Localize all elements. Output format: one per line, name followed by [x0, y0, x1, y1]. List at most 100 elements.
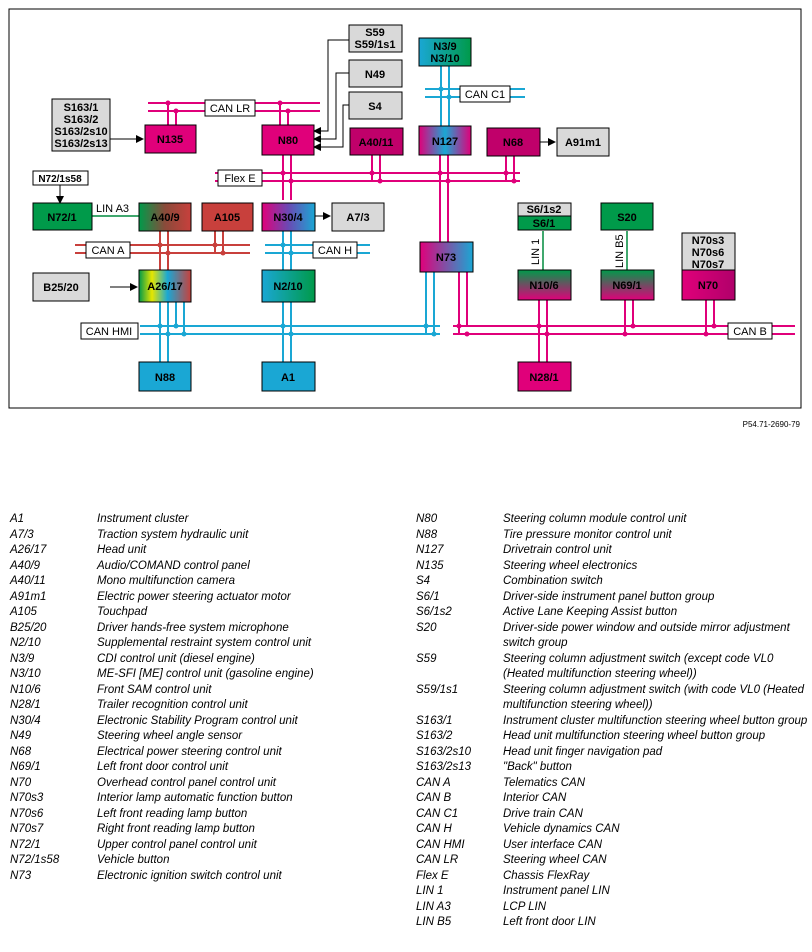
legend-description: Electronic ignition switch control unit: [97, 869, 282, 882]
legend-code: A105: [10, 606, 37, 618]
svg-text:S59: S59: [365, 27, 385, 39]
node-n72-1s58: N72/1s58: [32, 170, 89, 186]
legend-code: N49: [10, 730, 32, 742]
legend-code: LIN 1: [416, 885, 444, 897]
legend-code: N69/1: [10, 761, 41, 773]
svg-text:N49: N49: [365, 69, 385, 81]
svg-text:A91m1: A91m1: [565, 137, 601, 149]
legend-description: Left front reading lamp button: [97, 807, 248, 820]
label-lin-b5: LIN B5: [614, 234, 626, 268]
legend-description: Instrument panel LIN: [503, 885, 610, 897]
svg-text:A40/11: A40/11: [359, 137, 394, 149]
node-a40-11: A40/11: [349, 127, 404, 156]
legend-code: A7/3: [10, 528, 34, 541]
node-n10-6: N10/6: [517, 269, 572, 301]
legend-description: Vehicle dynamics CAN: [503, 823, 620, 835]
legend-code: A91m1: [10, 590, 47, 603]
legend-code: S163/2s13: [416, 761, 471, 773]
connector-lines: [56, 39, 556, 291]
legend-description: Drive train CAN: [503, 807, 583, 820]
legend-description: Electrical power steering control unit: [97, 745, 282, 758]
svg-text:N88: N88: [155, 372, 175, 384]
legend-description: Head unit: [97, 544, 147, 556]
node-n127: N127: [418, 125, 472, 156]
node-a26-17: A26/17: [138, 269, 192, 303]
legend-description: Touchpad: [97, 606, 148, 618]
legend-code: B25/20: [10, 621, 47, 634]
legend-description: Interior lamp automatic function button: [97, 792, 293, 804]
svg-text:N3/9: N3/9: [433, 41, 456, 53]
legend-row: LIN 1 Instrument panel LIN: [416, 884, 812, 900]
legend-code: LIN B5: [416, 916, 452, 928]
node-a7-3: A7/3: [331, 202, 385, 232]
svg-text:N28/1: N28/1: [529, 372, 558, 384]
legend-code: A26/17: [10, 544, 47, 556]
legend-description: User interface CAN: [503, 838, 603, 851]
node-a1: A1: [261, 361, 316, 392]
node-a105: A105: [201, 202, 254, 232]
legend-row: CAN HMI User interface CAN: [416, 838, 812, 854]
legend-description: LCP LIN: [503, 900, 547, 913]
legend-code: N70: [10, 776, 32, 789]
node-a91m1: A91m1: [556, 127, 610, 157]
legend-row: S163/2s10 Head unit finger navigation pad: [416, 745, 812, 761]
legend-row: N70 Overhead control panel control unit: [10, 776, 410, 792]
svg-text:N80: N80: [278, 135, 298, 147]
legend-description: Combination switch: [503, 575, 603, 587]
svg-text:N70s3: N70s3: [692, 235, 724, 247]
svg-text:S20: S20: [617, 212, 637, 224]
bus-flex-e: [215, 155, 520, 242]
legend-code: N30/4: [10, 714, 41, 727]
node-n88: N88: [138, 361, 192, 392]
node-n28-1: N28/1: [517, 361, 572, 392]
legend-code: N10/6: [10, 683, 41, 696]
node-n70s: N70s3 N70s6 N70s7: [681, 232, 736, 271]
legend-code: S163/1: [416, 714, 453, 727]
legend-description: Mono multifunction camera: [97, 575, 236, 587]
legend-code: N88: [416, 528, 438, 541]
legend-code: CAN LR: [416, 854, 459, 866]
legend-description: Right front reading lamp button: [97, 823, 255, 835]
legend-code: N70s6: [10, 807, 44, 820]
node-s163: S163/1 S163/2 S163/2s10 S163/2s13: [51, 98, 111, 152]
svg-text:N70s6: N70s6: [692, 247, 724, 259]
legend-description: Head unit finger navigation pad: [503, 745, 663, 758]
legend-description: Overhead control panel control unit: [97, 776, 276, 789]
legend-description: Electric power steering actuator motor: [97, 590, 291, 603]
legend-description: Driver hands-free system microphone: [97, 621, 289, 634]
network-topology-diagram: CAN LR CAN C1 Flex E LIN A3 CAN A CAN H …: [8, 8, 802, 409]
legend-description: Steering column adjustment switch (excep…: [503, 652, 774, 681]
legend-code: S163/2s10: [416, 745, 471, 758]
legend-code: S20: [416, 621, 437, 634]
svg-text:S163/2s10: S163/2s10: [54, 126, 107, 138]
label-can-b: CAN B: [733, 326, 767, 338]
legend-description: Electronic Stability Program control uni…: [97, 714, 298, 727]
legend-code: CAN HMI: [416, 838, 465, 851]
legend-description: Traction system hydraulic unit: [97, 528, 249, 541]
legend-row: N70s6 Left front reading lamp button: [10, 807, 410, 823]
legend-description: Steering wheel CAN: [503, 854, 607, 866]
legend-code: LIN A3: [416, 900, 451, 913]
label-lin-1: LIN 1: [530, 239, 542, 265]
svg-text:N30/4: N30/4: [273, 212, 303, 224]
legend-code: S163/2: [416, 730, 453, 742]
legend-code: A1: [10, 513, 25, 525]
legend-description: Chassis FlexRay: [503, 869, 590, 882]
